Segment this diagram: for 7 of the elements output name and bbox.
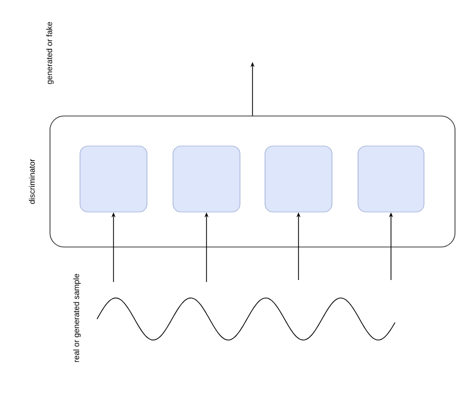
axis-label: real or generated sample — [73, 274, 81, 362]
layer-box — [80, 146, 148, 212]
layer-box — [172, 146, 240, 212]
axis-label: generated or fake — [46, 22, 54, 84]
layer-box — [358, 146, 424, 212]
layer-box — [264, 146, 332, 212]
module-label: discriminator — [28, 158, 35, 204]
